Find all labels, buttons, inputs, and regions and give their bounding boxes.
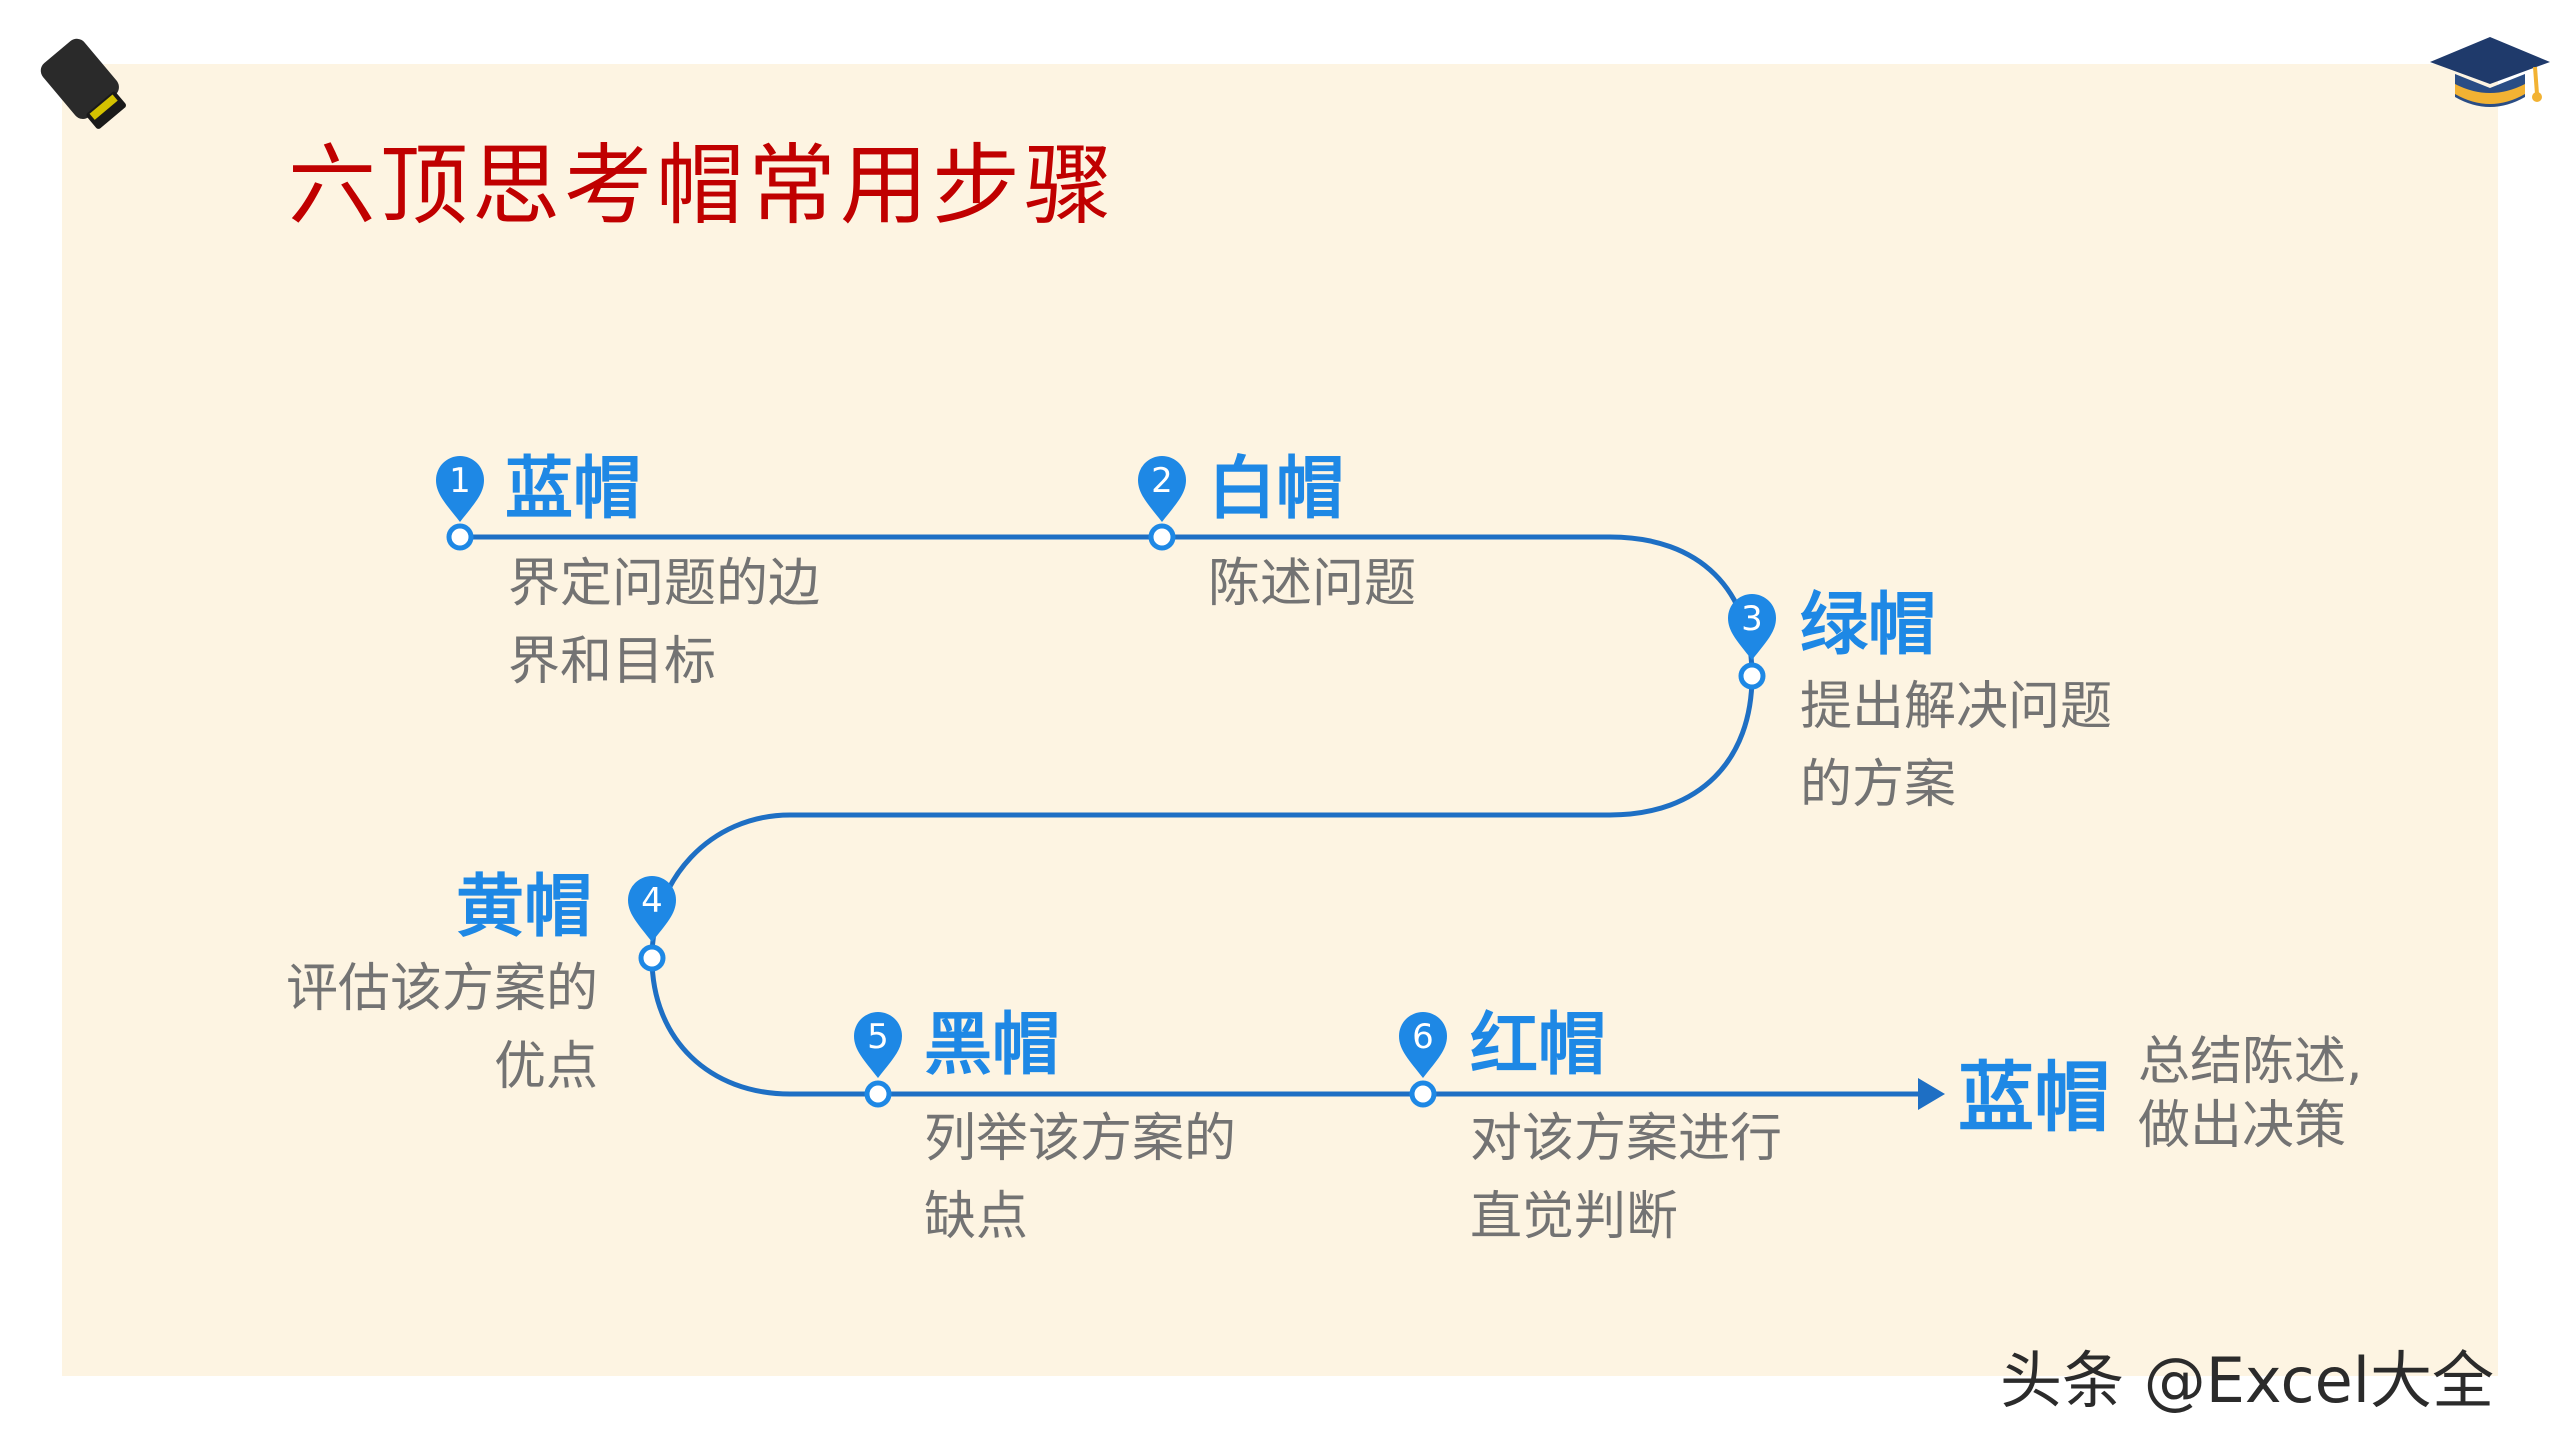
step-4-desc-line2: 优点 xyxy=(493,1037,598,1097)
final-desc-line2: 做出决策 xyxy=(2138,1096,2347,1156)
step-3-dot xyxy=(1738,662,1766,690)
step-3-pin-icon: 3 xyxy=(1728,594,1776,660)
step-3-desc-line1: 提出解决问题 xyxy=(1800,677,2113,737)
step-5-desc-line2: 缺点 xyxy=(924,1187,1029,1247)
step-3-hat: 绿帽 xyxy=(1800,586,1937,665)
step-1-pin-icon: 1 xyxy=(436,456,484,522)
step-1-dot xyxy=(446,523,474,551)
step-1-number: 1 xyxy=(449,461,471,501)
step-3-number: 3 xyxy=(1741,599,1763,639)
step-6-hat: 红帽 xyxy=(1470,1006,1607,1085)
step-1-desc-line2: 界和目标 xyxy=(508,632,717,692)
step-4-dot xyxy=(638,944,666,972)
step-6-dot xyxy=(1409,1080,1437,1108)
step-6-number: 6 xyxy=(1412,1017,1434,1057)
step-6-desc-line2: 直觉判断 xyxy=(1470,1187,1679,1247)
step-5-pin-icon: 5 xyxy=(854,1012,902,1078)
final-desc-line1: 总结陈述, xyxy=(2138,1032,2363,1092)
step-2-number: 2 xyxy=(1151,461,1173,501)
step-5-hat: 黑帽 xyxy=(924,1006,1061,1085)
step-5-desc-line1: 列举该方案的 xyxy=(924,1109,1237,1169)
step-1-hat: 蓝帽 xyxy=(505,450,642,529)
step-1-desc: 界定问题的边 界和目标 xyxy=(508,545,820,701)
step-6-desc: 对该方案进行 直觉判断 xyxy=(1470,1100,1782,1256)
step-5-desc: 列举该方案的 缺点 xyxy=(924,1100,1236,1256)
step-2-desc-line1: 陈述问题 xyxy=(1208,554,1417,614)
step-4-hat: 黄帽 xyxy=(456,868,593,947)
arrow-head xyxy=(1918,1078,1945,1110)
step-2-desc: 陈述问题 xyxy=(1208,545,1416,623)
step-4-pin-icon: 4 xyxy=(628,876,676,942)
ink-bottle-icon xyxy=(40,38,126,129)
step-4-desc-line1: 评估该方案的 xyxy=(285,959,598,1019)
step-1-desc-line1: 界定问题的边 xyxy=(508,554,821,614)
graduation-cap-icon xyxy=(2430,37,2550,107)
step-4-desc: 评估该方案的 优点 xyxy=(250,950,598,1106)
step-4-number: 4 xyxy=(641,881,663,921)
step-2-hat: 白帽 xyxy=(1208,450,1345,529)
step-5-number: 5 xyxy=(867,1017,889,1057)
step-6-desc-line1: 对该方案进行 xyxy=(1470,1109,1783,1169)
final-desc: 总结陈述, 做出决策 xyxy=(2138,1030,2363,1158)
page-title: 六顶思考帽常用步骤 xyxy=(288,134,1117,237)
step-2-dot xyxy=(1148,523,1176,551)
step-3-desc: 提出解决问题 的方案 xyxy=(1800,668,2112,824)
step-5-dot xyxy=(864,1080,892,1108)
slide-panel xyxy=(62,64,2498,1376)
final-hat: 蓝帽 xyxy=(1958,1053,2110,1142)
step-3-desc-line2: 的方案 xyxy=(1800,755,1957,815)
step-6-pin-icon: 6 xyxy=(1399,1012,1447,1078)
step-2-pin-icon: 2 xyxy=(1138,456,1186,522)
watermark: 头条 @Excel大全 xyxy=(2000,1344,2494,1417)
